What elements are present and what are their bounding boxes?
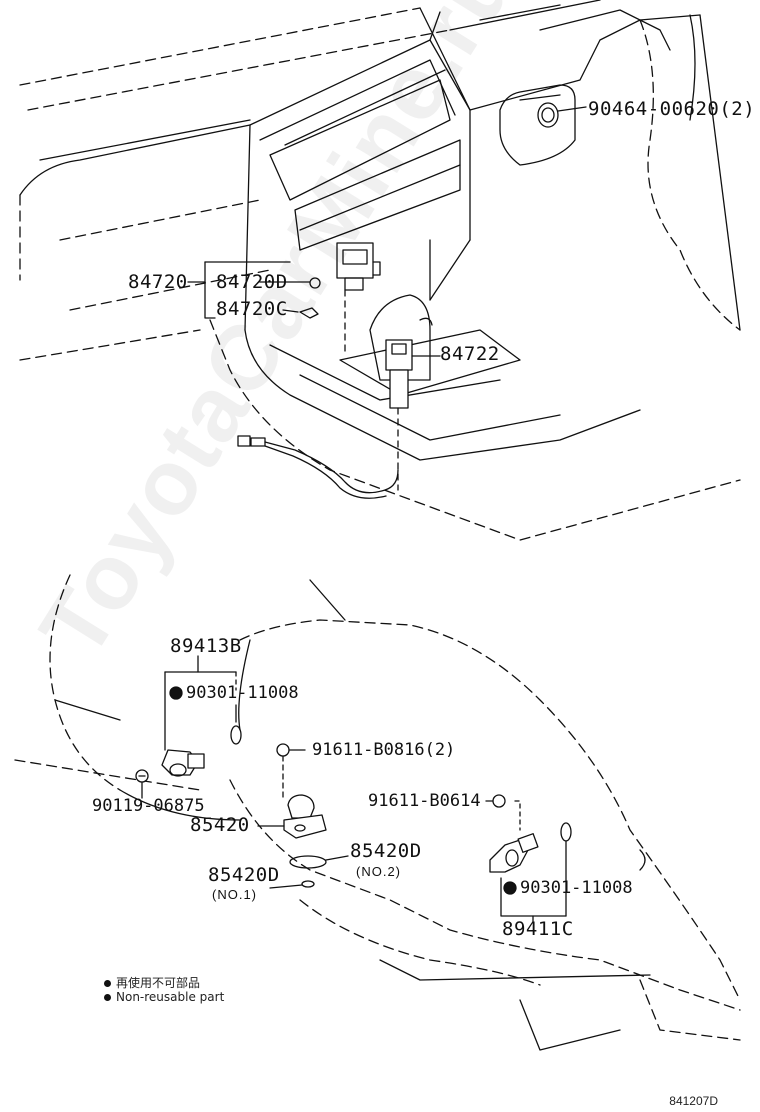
switch-84722-icon (385, 339, 441, 491)
label-91611-B0614: 91611-B0614 (368, 791, 481, 811)
legend-text-en: Non-reusable part (116, 990, 225, 1004)
label-no1: (NO.1) (212, 887, 257, 902)
label-90301-11008-b: 90301-11008 (520, 878, 633, 898)
label-84720D: 84720D (216, 271, 288, 293)
dashboard-outline (19, 0, 741, 541)
bullet-icon (104, 980, 111, 987)
label-85420D-no1: 85420D (208, 864, 280, 886)
legend-line-ja: 再使用不可部品 (104, 974, 200, 991)
label-no2: (NO.2) (356, 864, 401, 879)
bolt-90119-icon (135, 769, 149, 799)
label-84720: 84720 (128, 271, 188, 293)
wire-harness (237, 435, 399, 499)
label-89411C: 89411C (502, 918, 574, 940)
sensor-89413B-icon (161, 655, 242, 777)
label-90464-00620: 90464-00620(2) (588, 98, 756, 120)
non-reusable-markers (169, 686, 517, 895)
legend-line-en: Non-reusable part (104, 990, 224, 1004)
body-outline (14, 574, 741, 1051)
label-90119-06875: 90119-06875 (92, 796, 205, 816)
switch-84720-icon (336, 242, 381, 291)
legend-text-ja: 再使用不可部品 (116, 976, 201, 990)
label-89413B: 89413B (170, 635, 242, 657)
label-91611-B0816: 91611-B0816(2) (312, 740, 456, 760)
sensor-89411C-icon (485, 794, 572, 923)
sensor-85420-icon (257, 794, 349, 889)
diagram-code: 841207D (669, 1094, 718, 1108)
label-84722: 84722 (440, 343, 500, 365)
bolt-91611-B0816-icon (276, 743, 306, 801)
label-90301-11008-a: 90301-11008 (186, 683, 299, 703)
label-84720C: 84720C (216, 298, 288, 320)
label-85420: 85420 (190, 814, 250, 836)
leader-84720 (187, 261, 346, 356)
label-85420D-no2: 85420D (350, 840, 422, 862)
bullet-icon (104, 994, 111, 1001)
grommet-90464-icon (537, 102, 587, 128)
